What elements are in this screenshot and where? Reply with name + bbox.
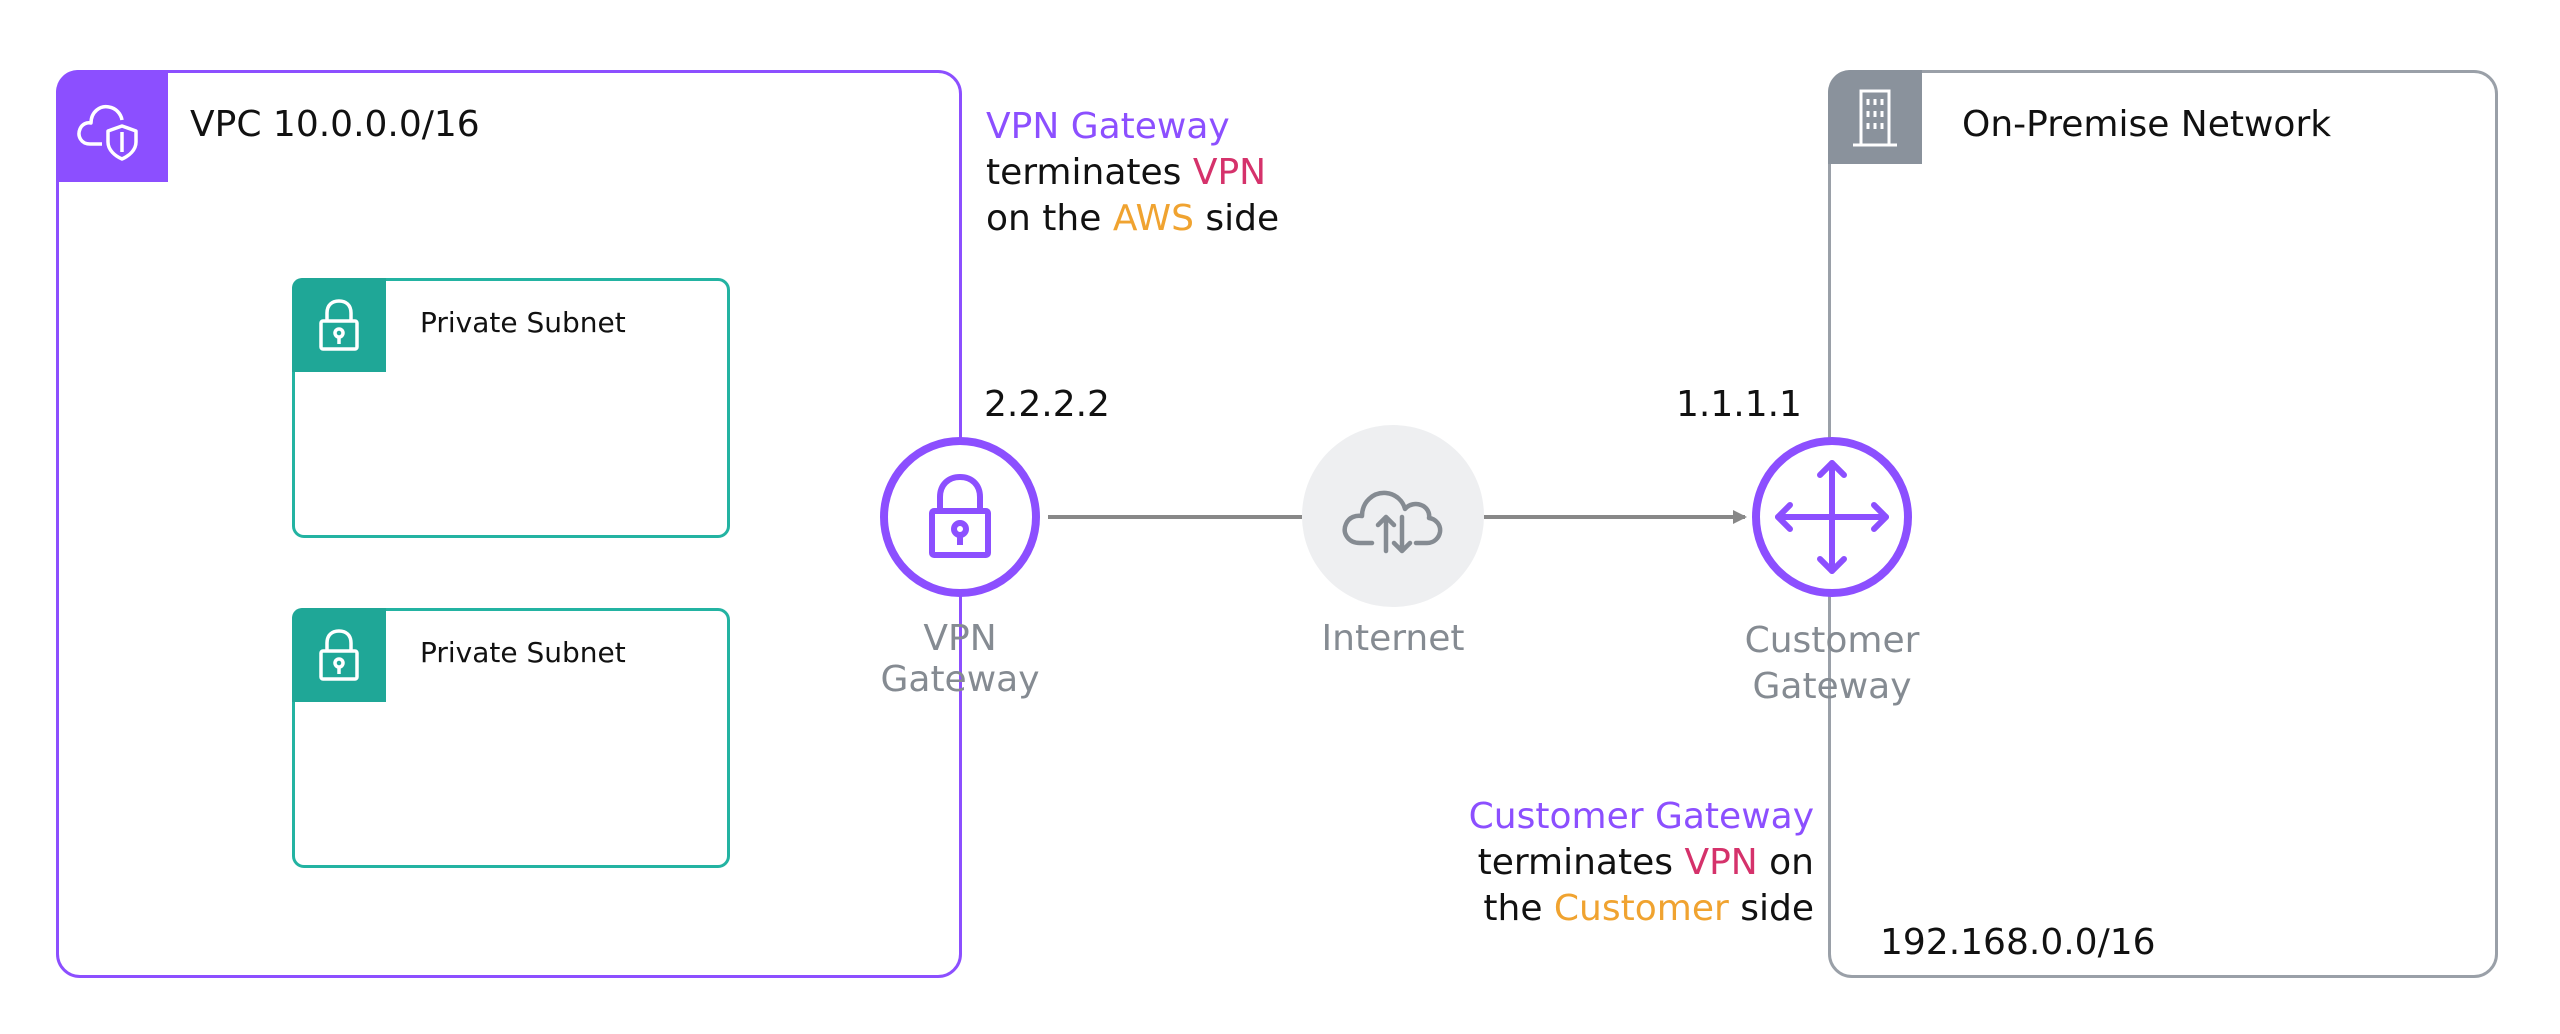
vpn-note-l2a: terminates [986, 152, 1193, 193]
cloud-shield-icon [77, 104, 138, 161]
router-arrows-icon [1775, 460, 1889, 574]
vpn-note-l3b: AWS [1112, 198, 1194, 239]
subnet-badge-1 [292, 278, 386, 372]
vpn-note-title: VPN Gateway [986, 106, 1230, 147]
customer-gateway-label-line2: Gateway [1752, 666, 1912, 707]
vpc-badge [56, 70, 168, 182]
vpn-gateway-node [880, 437, 1040, 597]
cloud-upload-download-icon [1342, 490, 1443, 554]
subnet-label-1: Private Subnet [420, 306, 626, 339]
lock-icon [929, 473, 991, 558]
customer-gateway-note: Customer Gateway terminates VPN on the C… [1460, 794, 1814, 932]
internet-label: Internet [1321, 618, 1465, 659]
cgw-note-l3c: side [1728, 888, 1814, 929]
on-premise-cidr: 192.168.0.0/16 [1880, 922, 2156, 963]
vpn-gateway-label: VPN Gateway [880, 618, 1040, 700]
on-premise-label: On-Premise Network [1962, 104, 2332, 145]
cgw-note-l2c: on [1757, 842, 1814, 883]
cgw-note-l2a: terminates [1477, 842, 1685, 883]
on-premise-badge [1828, 70, 1922, 164]
internet-node [1302, 425, 1484, 607]
customer-gateway-node [1752, 437, 1912, 597]
cgw-note-l3b: Customer [1553, 888, 1729, 929]
vpn-note-l2b: VPN [1192, 152, 1267, 193]
customer-gateway-label-line1: Customer [1744, 620, 1920, 661]
private-subnet-1 [292, 278, 730, 538]
subnet-badge-2 [292, 608, 386, 702]
cgw-note-l3a: the [1483, 888, 1554, 929]
lock-icon [319, 629, 359, 681]
customer-gateway-ip: 1.1.1.1 [1676, 384, 1802, 425]
subnet-label-2: Private Subnet [420, 636, 626, 669]
lock-icon [319, 299, 359, 351]
vpc-label: VPC 10.0.0.0/16 [190, 104, 480, 145]
vpn-gateway-ip: 2.2.2.2 [984, 384, 1110, 425]
vpn-gateway-note: VPN Gateway terminates VPN on the AWS si… [986, 104, 1279, 242]
vpn-note-l3c: side [1193, 198, 1280, 239]
customer-gateway-label: Customer Gateway [1712, 618, 1952, 710]
cgw-note-l2b: VPN [1684, 842, 1758, 883]
vpn-note-l3a: on the [986, 198, 1113, 239]
private-subnet-2 [292, 608, 730, 868]
building-icon [1853, 89, 1897, 147]
cgw-note-title: Customer Gateway [1468, 796, 1814, 837]
